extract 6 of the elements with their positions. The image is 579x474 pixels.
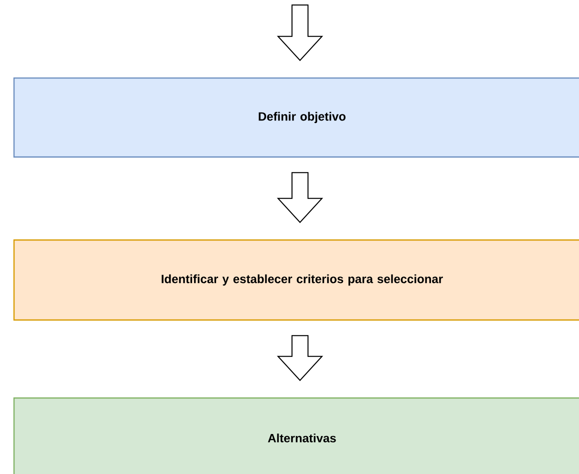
block-arrow (276, 4, 324, 62)
process-box: Identificar y establecer criterios para seleccionar (13, 239, 579, 321)
process-box: Alternativas (13, 397, 579, 474)
block-arrow (276, 172, 324, 224)
process-box: Definir objetivo (13, 77, 579, 158)
block-arrow (276, 335, 324, 382)
